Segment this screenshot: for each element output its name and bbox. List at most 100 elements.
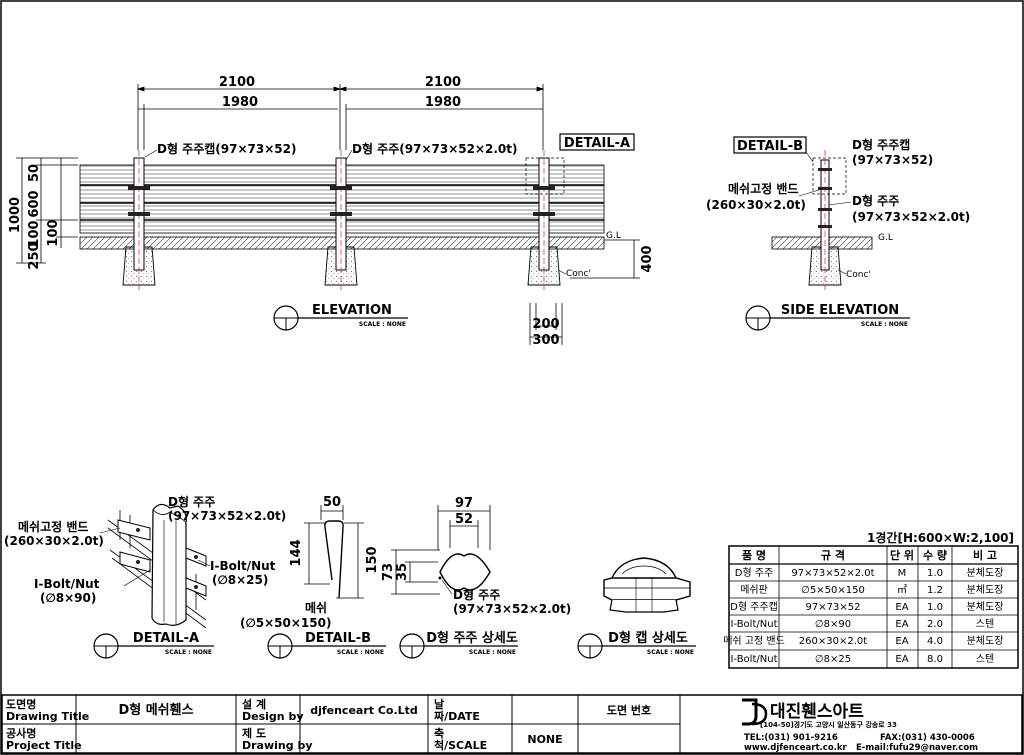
table-cell: 메쉬 고정 밴드 [723,635,785,647]
company-fax: FAX:(031) 430-0006 [880,733,975,743]
cap-detail-view-title: D형 캡 상세도 SCALE : NONE [577,630,696,659]
materials-header-spec: 규 격 [821,548,845,562]
table-cell: 분체도장 [967,584,1004,596]
detail-b-view-title: DETAIL-B SCALE : NONE [267,631,386,659]
elev-dim-span2-inner: 1980 [425,95,461,110]
title-block: 도면명 Drawing Title D형 메쉬휀스 설 계 Design by … [1,694,1023,754]
side-label-cap: D형 주주캡 [852,137,910,152]
company-name: 대진휀스아트 [770,702,864,722]
post-detail-label-spec: (97×73×52×2.0t) [453,602,571,616]
table-cell: 97×73×52 [806,602,861,613]
post-detail-scale: SCALE : NONE [469,649,516,656]
detail-a-label-bolt1-spec: (∅8×25) [212,573,268,587]
elev-dim-50: 50 [27,164,42,182]
title-block-drawing-title-ko: 도면명 [6,697,36,711]
table-cell: 1.0 [927,568,943,579]
detail-a-view: D형 주주 (97×73×52×2.0t) 메쉬고정 밴드 (260×30×2.… [4,494,286,659]
elev-conc: Conc' [566,269,591,279]
table-row: I-Bolt/Nut ∅8×25 EA 8.0 스텐 [731,653,995,665]
company-web: www.djfenceart.co.kr [744,743,848,753]
side-elevation-title: SIDE ELEVATION [781,303,899,318]
table-cell: 메쉬판 [740,584,768,596]
elevation-view-title: ELEVATION SCALE : NONE [273,303,408,331]
detail-b-tag: DETAIL-B [737,139,803,154]
post-detail-dim-97: 97 [455,496,473,511]
title-block-design-value: djfenceart Co.Ltd [310,704,418,717]
detail-b-dim-50: 50 [323,495,341,510]
table-cell: EA [895,619,908,630]
table-cell: EA [895,636,908,647]
elev-dim-span1-outer: 2100 [219,75,255,90]
table-cell: M [898,568,907,579]
table-cell: 분체도장 [967,567,1004,579]
table-cell: 스텐 [976,618,994,630]
table-cell: 97×73×52×2.0t [791,568,874,579]
elevation-left-dimensions [16,157,78,264]
elev-dim-200: 200 [532,317,559,332]
elev-dim-300: 300 [532,333,559,348]
post-detail-dim-35: 35 [395,563,410,581]
post-detail-label: D형 주주 [453,587,500,602]
detail-a-label-band: 메쉬고정 밴드 [18,519,88,534]
side-elevation-view-title: SIDE ELEVATION SCALE : NONE [745,303,910,331]
elevation-post-1 [122,150,156,290]
elev-dim-100-left: 100 [27,220,42,247]
title-block-drawn-ko: 제 도 [242,726,266,740]
elev-label-cap: D형 주주캡(97×73×52) [157,141,296,156]
title-block-date-ko: 날 [434,697,444,711]
table-cell: 1.2 [927,585,943,596]
materials-header-qty: 수 량 [923,549,947,562]
elev-dim-100-inner: 100 [46,219,61,246]
table-cell: D형 주주 [735,567,773,579]
elev-dim-250: 250 [27,242,42,269]
materials-table: 1경간[H:600×W:2,100] 품 명 규 격 단 위 수 량 비 고 D… [723,530,1019,669]
table-cell: 8.0 [927,654,943,665]
detail-b-title: DETAIL-B [305,631,371,646]
elevation-scale: SCALE : NONE [359,321,406,328]
title-block-scale-value: NONE [527,733,562,746]
side-label-post-spec: (97×73×52×2.0t) [852,210,970,224]
table-cell: 1.0 [927,602,943,613]
detail-a-scale: SCALE : NONE [165,649,212,656]
side-label-band: 메쉬고정 밴드 [728,181,798,196]
materials-header-note: 비 고 [973,548,997,562]
table-cell: ∅5×50×150 [801,585,865,596]
elev-dim-600: 600 [27,190,42,217]
materials-header-name: 품 명 [742,548,766,562]
table-cell: 분체도장 [967,601,1004,613]
elevation-view: 2100 1980 2100 1980 [8,75,655,348]
side-gl: G.L [878,233,893,243]
company-address: [104-50]경기도 고양시 일산동구 강송로 33 [760,720,897,729]
company-logo [742,698,768,726]
elev-dim-span2-outer: 2100 [425,75,461,90]
table-row: D형 주주 97×73×52×2.0t M 1.0 분체도장 [735,567,1004,579]
table-cell: EA [895,602,908,613]
elev-dim-span1-inner: 1980 [222,95,258,110]
title-block-project-ko: 공사명 [6,726,36,740]
table-cell: EA [895,654,908,665]
detail-a-label-post: D형 주주 [168,494,215,509]
detail-a-tag: DETAIL-A [564,136,630,151]
table-cell: D형 주주캡 [730,601,778,613]
cap-detail-title: D형 캡 상세도 [608,630,688,646]
detail-b-scale: SCALE : NONE [337,649,384,656]
elevation-post-2 [324,150,358,290]
detail-b-label-mesh-spec: (∅5×50×150) [240,616,331,630]
elev-dim-400: 400 [640,245,655,272]
title-block-drawing-title-en: Drawing Title [6,710,89,723]
table-cell: 스텐 [976,653,994,665]
table-cell: ∅8×90 [815,619,851,630]
elev-gl: G.L [606,231,621,241]
table-cell: 분체도장 [967,635,1004,647]
detail-a-label-bolt2: I-Bolt/Nut [34,577,100,591]
post-detail-view-title: D형 주주 상세도 SCALE : NONE [399,630,518,659]
post-detail-title: D형 주주 상세도 [426,630,518,646]
title-block-drawing-title-value: D형 메쉬휀스 [118,702,193,718]
side-elevation-scale: SCALE : NONE [861,321,908,328]
post-detail-view: 97 52 73 35 D형 주주 (97×73×52×2.0t) D형 주주 … [381,496,571,659]
company-tel: TEL:(031) 901-9216 [744,733,838,743]
post-detail-dim-73: 73 [381,563,396,581]
elevation-title: ELEVATION [312,303,392,318]
